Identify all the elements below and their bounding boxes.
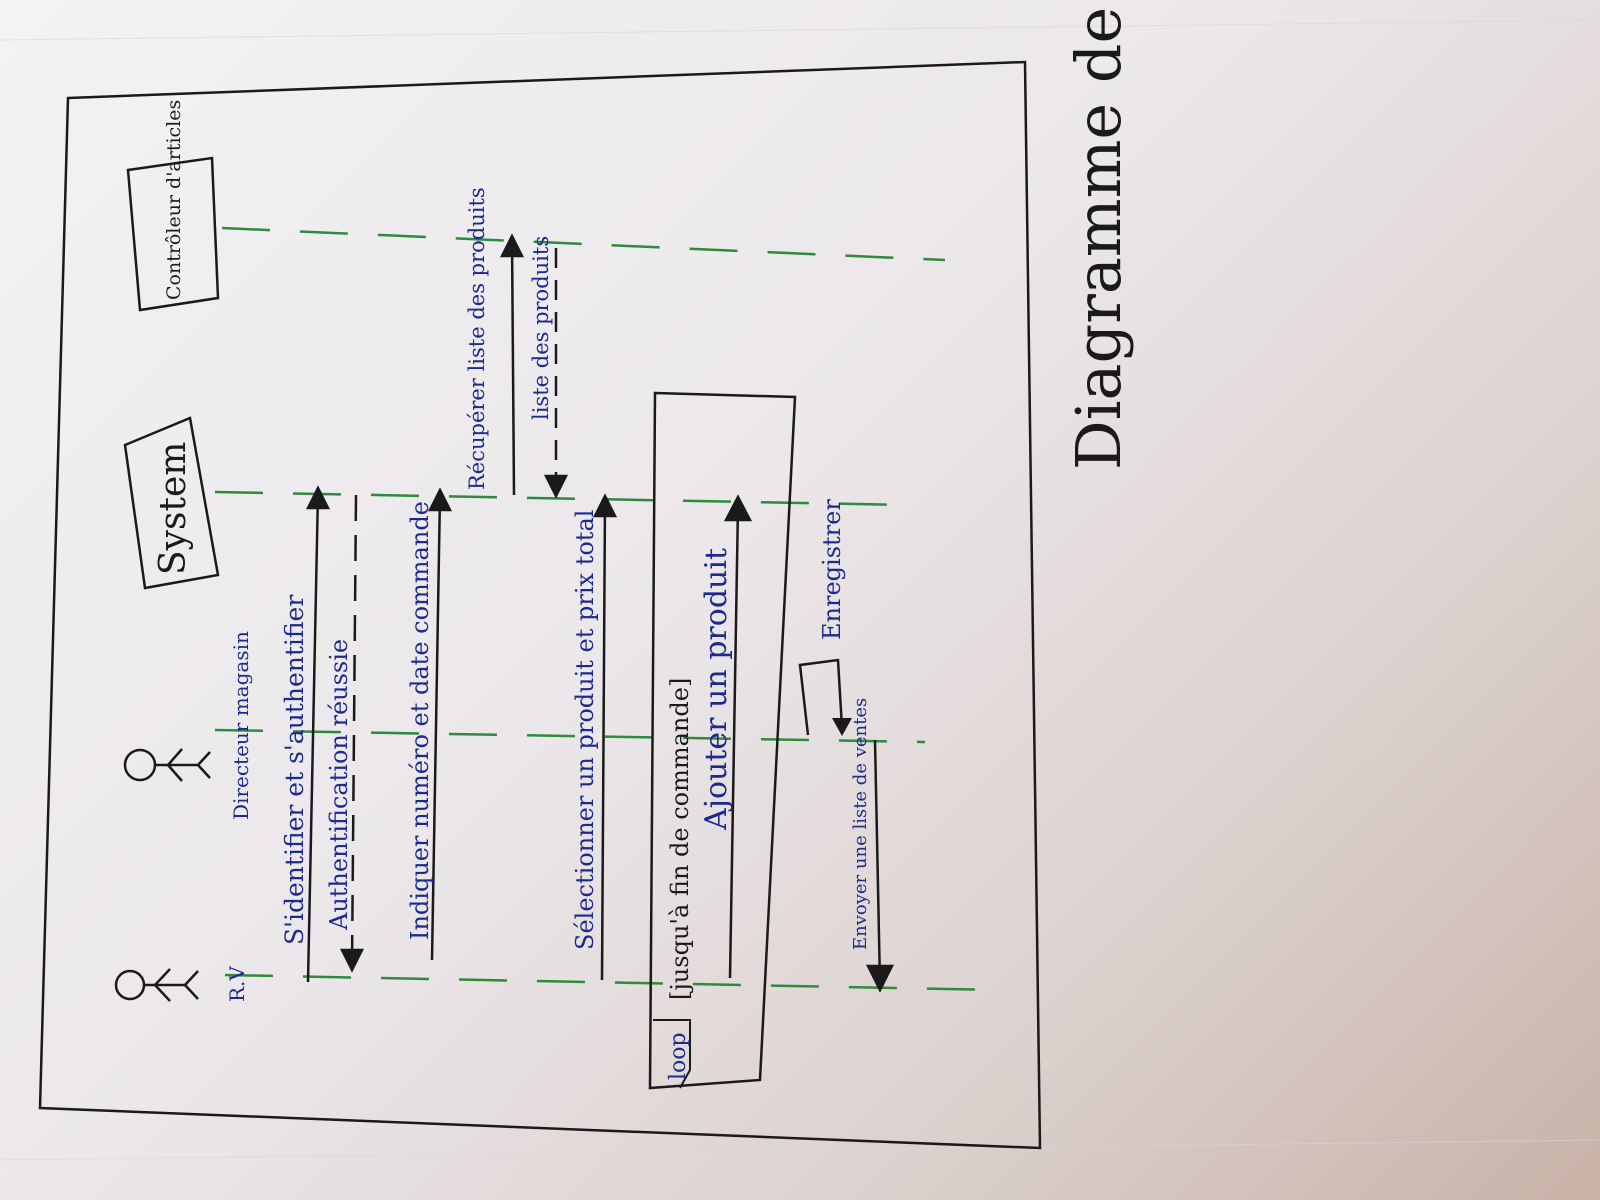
message-label-8: Enregistrer — [818, 499, 846, 640]
svg-text:Envoyer une liste de ventes: Envoyer une liste de ventes — [850, 698, 871, 950]
lifeline-rv — [224, 973, 1001, 992]
actor-directeur-label: Directeur magasin — [229, 631, 253, 820]
actor-directeur-head-icon — [123, 748, 157, 782]
arrowhead-6 — [592, 493, 618, 518]
diagram-title-text: Diagramme de Séquence — [1062, 0, 1135, 470]
lifelines — [214, 226, 1001, 992]
system-label: System — [153, 442, 194, 575]
lifeline-box-system — [123, 416, 220, 590]
message-arrow-9 — [873, 739, 882, 986]
svg-text:Contrôleur d'articles: Contrôleur d'articles — [163, 100, 185, 300]
paper-texture — [0, 19, 1600, 1161]
message-label-2: Authentification réussie — [325, 639, 353, 931]
message-arrow-8-self — [798, 658, 844, 736]
svg-text:Directeur magasin: Directeur magasin — [229, 631, 253, 820]
lifeline-directeur — [214, 728, 926, 744]
svg-text:loop: loop — [666, 1032, 691, 1080]
diagram-frame — [38, 60, 1042, 1150]
diagram-title: Diagramme de Séquence — [1062, 0, 1135, 470]
arrowhead-1 — [305, 485, 331, 510]
actor-directeur — [123, 748, 211, 782]
message-arrow-6 — [600, 499, 607, 981]
message-label-4: Récupérer liste des produits — [465, 187, 489, 490]
arrowhead-7 — [723, 494, 753, 522]
message-arrow-4 — [510, 239, 516, 496]
arrowhead-9 — [865, 964, 895, 993]
message-arrow-3 — [430, 493, 442, 961]
loop-tag-box — [653, 1019, 691, 1089]
svg-text:Récupérer liste des produits: Récupérer liste des produits — [465, 187, 489, 490]
message-label-5: liste des produits — [529, 236, 553, 420]
arrowhead-8 — [832, 718, 852, 736]
svg-text:Ajouter un produit: Ajouter un produit — [699, 548, 734, 831]
message-label-3: Indiquer numéro et date commande — [406, 501, 434, 940]
actor-rv-label: R.V — [225, 966, 249, 1002]
svg-text:System: System — [153, 442, 194, 575]
lifeline-box-controleur — [126, 156, 220, 312]
message-labels: S'identifier et s'authentifier Authentif… — [280, 187, 871, 950]
arrowhead-3 — [427, 487, 453, 512]
messages — [305, 233, 895, 993]
message-label-1: S'identifier et s'authentifier — [280, 595, 309, 945]
loop-fragment — [648, 391, 797, 1090]
message-arrow-1 — [306, 491, 320, 983]
svg-text:Sélectionner un produit et pri: Sélectionner un produit et prix total — [571, 510, 599, 950]
lifeline-system — [214, 490, 911, 507]
arrowhead-5 — [543, 474, 569, 499]
loop-guard: [jusqu'à fin de commande] — [666, 678, 694, 1000]
message-label-9: Envoyer une liste de ventes — [850, 698, 871, 950]
svg-text:R.V: R.V — [225, 966, 249, 1002]
loop-tag: loop — [666, 1032, 691, 1080]
svg-text:Enregistrer: Enregistrer — [818, 499, 846, 640]
svg-text:Authentification réussie: Authentification réussie — [325, 639, 353, 931]
arrowhead-4 — [499, 233, 525, 258]
svg-text:[jusqu'à fin de commande]: [jusqu'à fin de commande] — [666, 678, 694, 1000]
arrowhead-2 — [339, 948, 365, 973]
svg-text:S'identifier et s'authentifier: S'identifier et s'authentifier — [280, 595, 309, 945]
actor-rv — [114, 968, 199, 1002]
actor-rv-head-icon — [114, 969, 146, 1001]
message-arrow-7 — [728, 504, 740, 979]
controleur-label: Contrôleur d'articles — [163, 100, 185, 300]
svg-text:liste des produits: liste des produits — [529, 236, 553, 420]
message-label-7: Ajouter un produit — [699, 548, 734, 831]
lifeline-controleur — [221, 226, 946, 262]
message-label-6: Sélectionner un produit et prix total — [571, 510, 599, 950]
svg-text:Indiquer numéro et date comman: Indiquer numéro et date commande — [406, 501, 434, 940]
